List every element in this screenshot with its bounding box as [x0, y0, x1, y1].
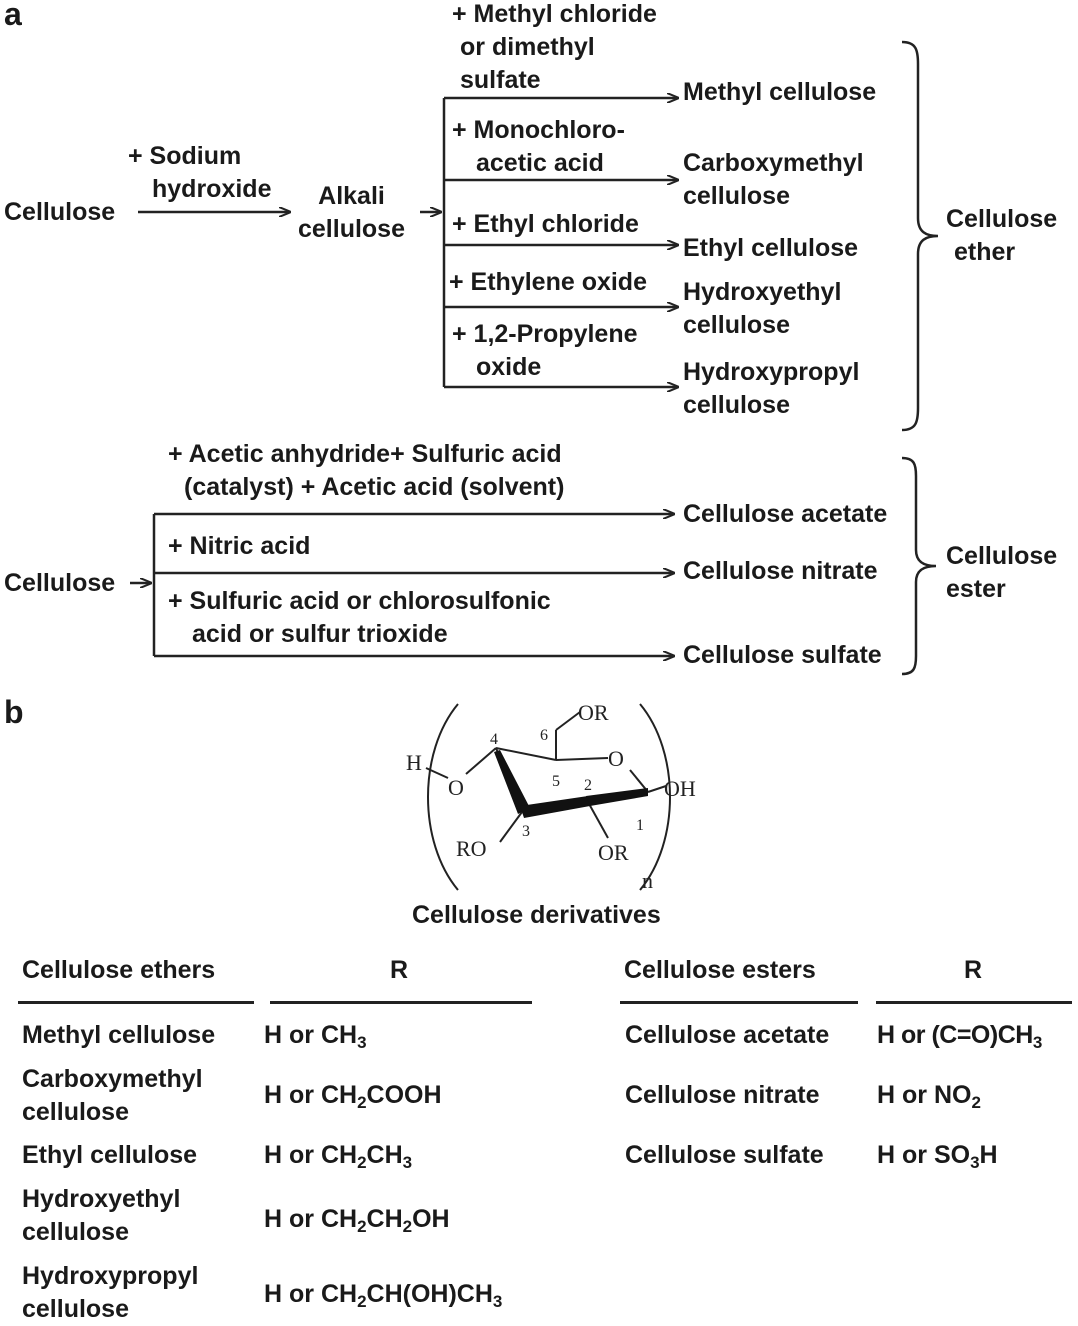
atom-h: H	[406, 750, 422, 775]
front-bond-c3-c2	[520, 796, 590, 818]
ether-row-r-ethyl: H or CH2CH3	[264, 1141, 413, 1172]
group-label-cellulose-ether: Cellulose ether	[946, 205, 1058, 266]
ether-start-cellulose: Cellulose	[4, 198, 116, 226]
reagent-sodium-hydroxide: + Sodium hydroxide	[128, 142, 272, 203]
ester-row-name-sulfate: Cellulose sulfate	[625, 1141, 824, 1169]
group-label-cellulose-ester: Cellulose ester	[946, 542, 1058, 603]
position-5: 5	[552, 773, 560, 790]
intermediate-alkali-cellulose: Alkali cellulose	[298, 182, 405, 243]
product-hydroxyethyl-cellulose: Hydroxyethyl cellulose	[683, 278, 842, 339]
ether-row-r-hydroxypropyl: H or CH2CH(OH)CH3	[264, 1280, 503, 1311]
reagent-ethyl-chloride: + Ethyl chloride	[452, 210, 639, 238]
esters-table-rule-name	[620, 1001, 858, 1004]
position-6: 6	[540, 727, 548, 744]
reagent-propylene-oxide: + 1,2-Propylene oxide	[452, 320, 638, 381]
ether-row-r-hydroxyethyl: H or CH2CH2OH	[264, 1205, 450, 1236]
panel-label-b: b	[4, 694, 24, 730]
ester-start-cellulose: Cellulose	[4, 569, 116, 597]
ethers-table-header-r: R	[390, 956, 409, 984]
product-methyl-cellulose: Methyl cellulose	[683, 78, 877, 106]
ether-row-name-carboxymethyl: Carboxymethyl cellulose	[22, 1065, 203, 1126]
ether-row-name-ethyl: Ethyl cellulose	[22, 1141, 198, 1169]
position-2: 2	[584, 777, 592, 794]
ester-row-name-nitrate: Cellulose nitrate	[625, 1081, 820, 1109]
product-carboxymethyl-cellulose: Carboxymethyl cellulose	[683, 149, 864, 210]
reagent-sulfuric-acid: + Sulfuric acid or chlorosulfonic acid o…	[168, 587, 551, 648]
brace-ester	[901, 456, 937, 676]
product-hydroxypropyl-cellulose: Hydroxypropyl cellulose	[683, 358, 860, 419]
structure-caption: Cellulose derivatives	[412, 901, 661, 929]
ether-row-name-methyl: Methyl cellulose	[22, 1021, 216, 1049]
ether-row-name-hydroxyethyl: Hydroxyethyl cellulose	[22, 1185, 181, 1246]
ether-row-name-hydroxypropyl: Hydroxypropyl cellulose	[22, 1262, 199, 1323]
front-bond-c2-c1	[586, 788, 648, 806]
position-1: 1	[636, 817, 644, 834]
atom-ro3: RO	[456, 836, 487, 861]
ester-row-name-acetate: Cellulose acetate	[625, 1021, 830, 1049]
product-cellulose-sulfate: Cellulose sulfate	[683, 641, 882, 669]
atom-oh: OH	[664, 776, 696, 801]
panel-label-a: a	[4, 0, 22, 32]
product-ethyl-cellulose: Ethyl cellulose	[683, 234, 859, 262]
ether-row-r-methyl: H or CH3	[264, 1021, 367, 1052]
left-parenthesis	[427, 703, 459, 891]
front-bond-c4-c3	[494, 750, 530, 814]
position-4: 4	[490, 731, 498, 748]
subscript-n: n	[642, 868, 653, 893]
brace-ether	[901, 40, 939, 432]
product-cellulose-acetate: Cellulose acetate	[683, 500, 888, 528]
esters-table-header-name: Cellulose esters	[624, 956, 816, 984]
reagent-monochloroacetic-acid: + Monochloro- acetic acid	[452, 116, 625, 177]
product-cellulose-nitrate: Cellulose nitrate	[683, 557, 878, 585]
reagent-acetic-anhydride: + Acetic anhydride+ Sulfuric acid (catal…	[168, 440, 565, 501]
ester-row-r-acetate: H or (C=O)CH3	[877, 1021, 1042, 1052]
reaction-scheme-lines	[130, 40, 939, 676]
reagent-nitric-acid: + Nitric acid	[168, 532, 311, 560]
ethers-table-rule-r	[270, 1001, 532, 1004]
atom-or6: OR	[578, 700, 609, 725]
reagent-methyl-chloride: + Methyl chloride or dimethyl sulfate	[452, 0, 657, 94]
atom-ring-o: O	[608, 746, 624, 771]
ester-row-r-sulfate: H or SO3H	[877, 1141, 998, 1172]
reagent-ethylene-oxide: + Ethylene oxide	[449, 268, 647, 296]
position-3: 3	[522, 823, 530, 840]
esters-table-rule-r	[876, 1001, 1072, 1004]
right-parenthesis	[639, 703, 671, 891]
atom-o4: O	[448, 775, 464, 800]
ethers-table-rule-name	[18, 1001, 254, 1004]
ether-row-r-carboxymethyl: H or CH2COOH	[264, 1081, 442, 1112]
ethers-table-header-name: Cellulose ethers	[22, 956, 216, 984]
ester-row-r-nitrate: H or NO2	[877, 1081, 981, 1112]
atom-or2: OR	[598, 840, 629, 865]
esters-table-header-r: R	[964, 956, 983, 984]
